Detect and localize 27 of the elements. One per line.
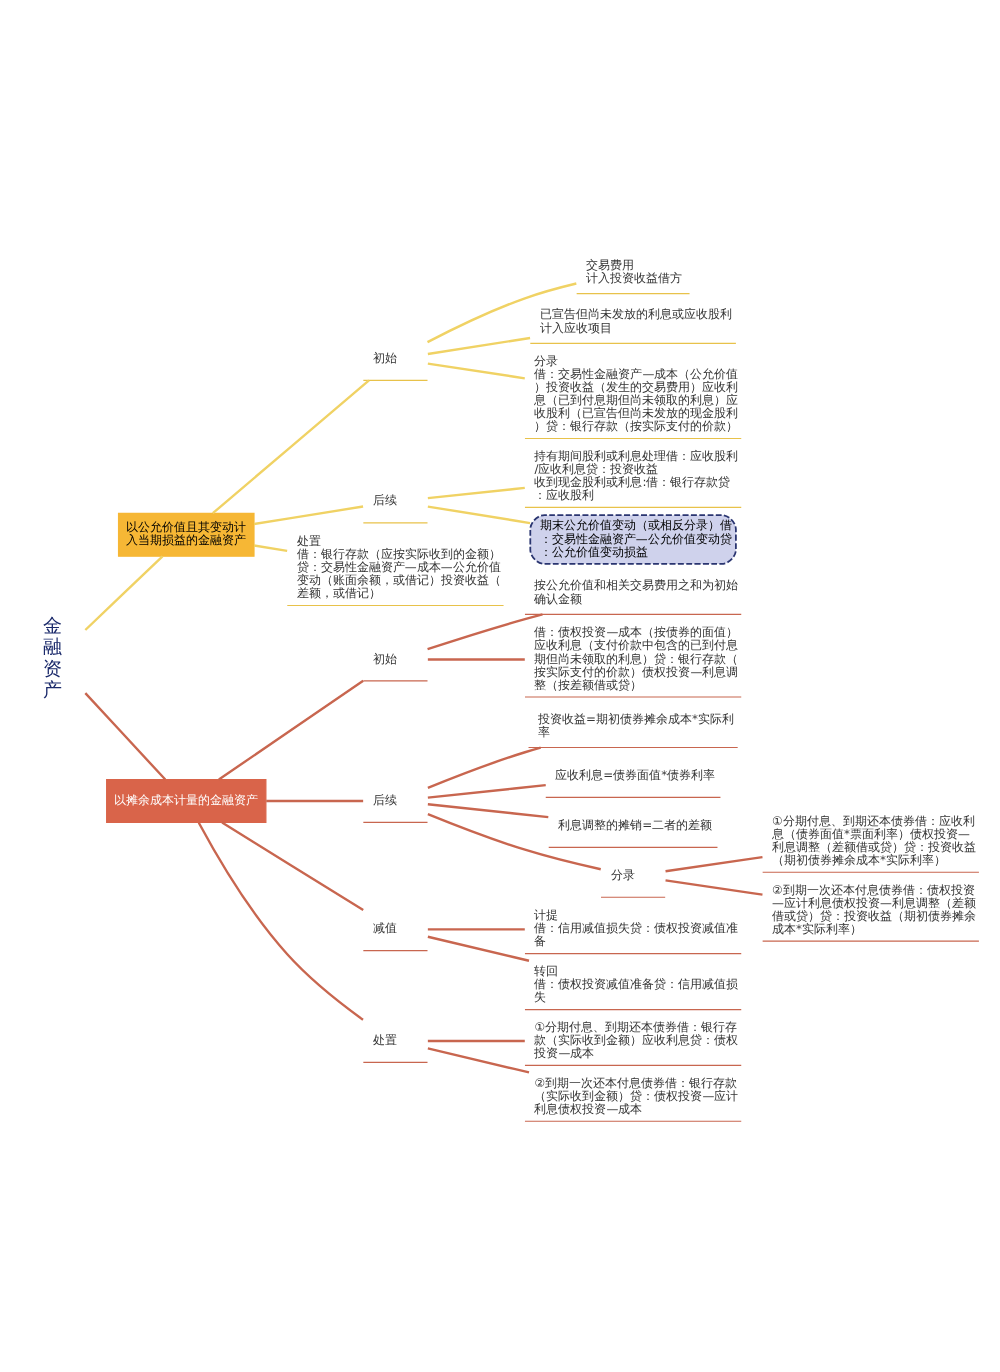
connector [665,879,763,896]
connector [427,505,531,525]
connector [427,362,525,380]
connector [84,692,167,781]
connector [84,555,164,631]
connector [253,544,288,552]
connector [665,855,763,873]
connector [427,746,541,789]
connector [221,821,364,912]
connector [197,822,364,1021]
connector [427,336,531,356]
connector [427,613,543,651]
connector [253,505,364,526]
connector [426,282,577,344]
connector [427,658,525,661]
connector [427,803,549,819]
connector [212,379,370,515]
connector [427,486,525,500]
connector [427,935,530,962]
connector [427,783,546,799]
connector [218,679,364,781]
connector [427,928,525,931]
connector [427,812,601,871]
connector [427,1039,525,1043]
connector [427,1047,530,1074]
connector [266,799,364,803]
node-text: 金融资产 [43,617,64,703]
